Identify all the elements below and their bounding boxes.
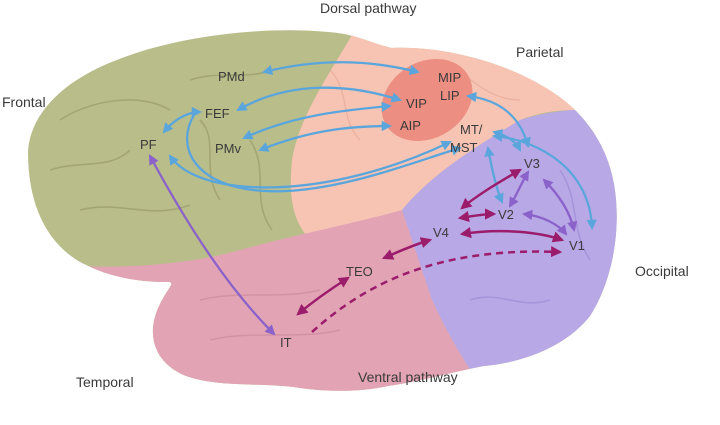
ventral-connections	[296, 168, 565, 333]
parietal-label: Parietal	[516, 44, 563, 60]
fef-mst-arrow	[186, 111, 462, 193]
it-v1-dashed-arrow	[311, 246, 563, 333]
area-pmv: PMv	[215, 141, 242, 156]
area-pmd: PMd	[218, 69, 245, 84]
area-mst: MST	[450, 140, 478, 155]
v3-v1-arrow	[542, 178, 578, 233]
v3-v4-arrow	[460, 168, 522, 210]
area-aip: AIP	[400, 118, 421, 133]
parietal-highlight-area	[381, 58, 473, 142]
area-v3: V3	[524, 156, 540, 171]
area-lip: LIP	[440, 88, 460, 103]
area-mt: MT/	[460, 122, 483, 137]
area-mip: MIP	[438, 70, 461, 85]
pmd-mip-arrow	[261, 61, 421, 76]
v4-v1-arrow	[459, 227, 565, 243]
area-v2: V2	[498, 207, 514, 222]
dorsal-pathway-label: Dorsal pathway	[320, 0, 417, 16]
area-pf: PF	[140, 137, 157, 152]
frontal-label: Frontal	[2, 94, 46, 110]
occipital-label: Occipital	[635, 263, 689, 279]
area-it: IT	[280, 335, 292, 350]
area-fef: FEF	[205, 106, 230, 121]
pf-it-arrow	[148, 154, 276, 336]
area-v4: V4	[433, 225, 449, 240]
temporal-label: Temporal	[76, 374, 134, 390]
teo-it-arrow	[296, 276, 350, 316]
mt-v1-arrow	[491, 131, 597, 231]
fef-lip-arrow	[236, 86, 402, 112]
v2-v4-arrow	[457, 208, 497, 223]
cross-connections	[148, 154, 578, 336]
area-teo: TEO	[346, 264, 373, 279]
area-vip: VIP	[406, 96, 427, 111]
area-v1: V1	[569, 238, 585, 253]
ventral-pathway-label: Ventral pathway	[358, 369, 458, 385]
v4-teo-arrow	[381, 237, 433, 260]
dorsal-connections	[162, 61, 597, 231]
